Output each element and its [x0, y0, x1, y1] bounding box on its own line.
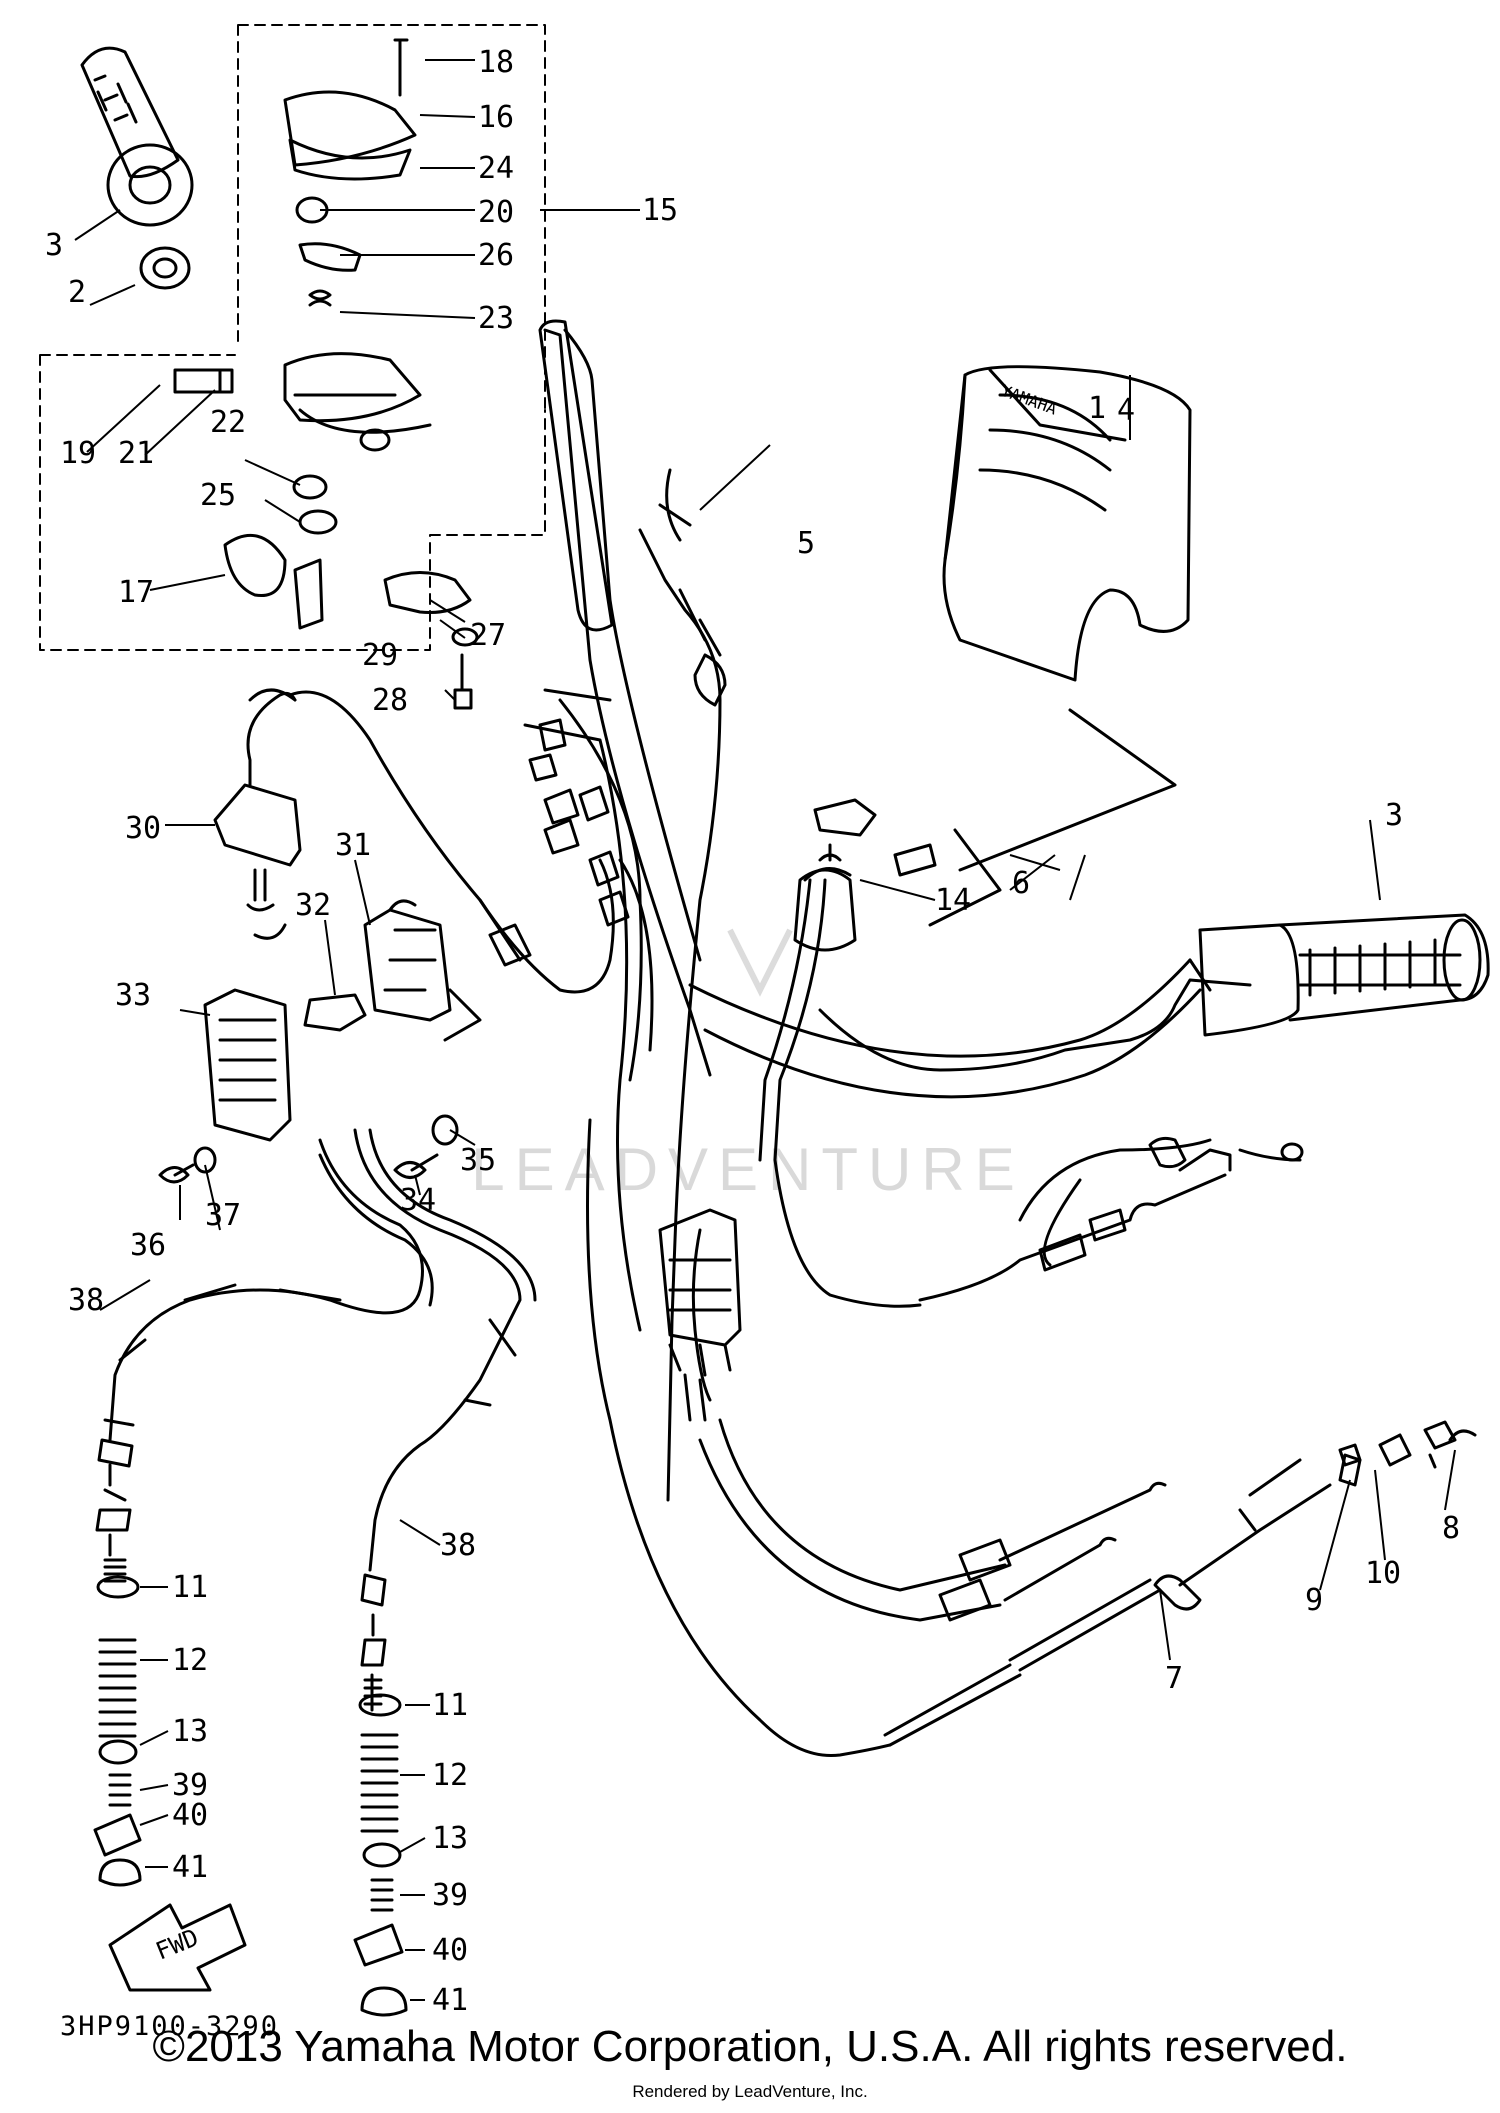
callout-30: 30 [125, 811, 161, 846]
connector-bunch [523, 688, 654, 1332]
callout-9: 9 [1305, 1583, 1323, 1618]
callout-1: 1 [1088, 391, 1106, 426]
handlebar [538, 319, 1212, 1099]
callout-11-right: 11 [432, 1688, 468, 1723]
callout-41-right: 41 [432, 1983, 468, 2018]
callout-13-right: 13 [432, 1821, 468, 1856]
callout-14: 14 [935, 883, 971, 918]
callout-40-right: 40 [432, 1933, 468, 1968]
right-grip [1198, 913, 1490, 1037]
callout-4: 4 [1117, 393, 1135, 428]
cable-center-lower [691, 1228, 1007, 1622]
lever-17 [223, 534, 324, 630]
callout-23: 23 [478, 301, 514, 336]
fwd-arrow [108, 1903, 247, 1992]
callout-16: 16 [478, 100, 514, 135]
collar-2 [139, 246, 191, 290]
callout-28: 28 [372, 683, 408, 718]
throttle-housing [173, 38, 432, 452]
callout-2: 2 [68, 275, 86, 310]
callout-10: 10 [1365, 1556, 1401, 1591]
parts-stack-right [353, 1693, 408, 2017]
assembly-box-15 [237, 24, 546, 411]
part-6 [813, 798, 1002, 927]
leader-lines [74, 59, 1456, 2001]
callout-37: 37 [205, 1198, 241, 1233]
cable-7 [586, 1118, 1332, 1758]
bolt-36 [158, 1163, 195, 1184]
callout-12-right: 12 [432, 1758, 468, 1793]
throttle-cable [638, 468, 727, 1502]
cable-upper-right [818, 978, 1252, 1072]
callouts: 1 2 3 3 4 5 6 7 8 9 10 11 11 12 12 13 13… [45, 45, 1460, 2018]
callout-12-left: 12 [172, 1643, 208, 1678]
callout-3-left: 3 [45, 228, 63, 263]
switch-30 [213, 691, 302, 940]
switch-33 [203, 988, 292, 1142]
washer-22 [292, 474, 328, 500]
callout-19: 19 [60, 436, 96, 471]
wire-30 [248, 688, 615, 994]
left-grip [80, 46, 194, 227]
watermark-text: LEADVENTURE [471, 1136, 1024, 1203]
callout-8: 8 [1442, 1511, 1460, 1546]
clamp-27 [383, 571, 472, 614]
callout-15: 15 [642, 193, 678, 228]
callout-33: 33 [115, 978, 151, 1013]
fwd-label: FWD [152, 1923, 203, 1965]
callout-38-left: 38 [68, 1283, 104, 1318]
callout-26: 26 [478, 238, 514, 273]
cable-38-right [353, 1128, 537, 1712]
copyright-notice: ©2013 Yamaha Motor Corporation, U.S.A. A… [152, 2022, 1348, 2071]
cable-38-left [95, 1138, 434, 1583]
callout-3-right: 3 [1385, 798, 1403, 833]
bolt-34 [393, 1153, 439, 1179]
switch-31 [363, 899, 482, 1042]
callout-13-left: 13 [172, 1714, 208, 1749]
callout-6: 6 [1012, 866, 1030, 901]
callout-24: 24 [478, 151, 514, 186]
callout-20: 20 [478, 195, 514, 230]
part-code: 3HP9100-3290 [60, 2011, 279, 2042]
parts-stack-left [93, 1575, 142, 1887]
callout-39-left: 39 [172, 1768, 208, 1803]
part-14 [793, 843, 857, 952]
callout-11-left: 11 [172, 1570, 208, 1605]
bolt-28 [453, 653, 473, 710]
handlebar-pad: YAMAHA [942, 365, 1192, 872]
washer-29 [451, 627, 479, 647]
assembly-box-left [39, 354, 546, 651]
callout-25: 25 [200, 478, 236, 513]
callout-18: 18 [478, 45, 514, 80]
connector-block [658, 1208, 742, 1422]
bracket-32 [303, 993, 367, 1032]
callout-7: 7 [1165, 1661, 1183, 1696]
callout-31: 31 [335, 828, 371, 863]
washer-35 [431, 1114, 459, 1146]
callout-32: 32 [295, 888, 331, 923]
cable-8-9-10 [1248, 1420, 1477, 1497]
callout-39-right: 39 [432, 1878, 468, 1913]
washer-37 [193, 1146, 217, 1174]
callout-36: 36 [130, 1228, 166, 1263]
rendered-by-note: Rendered by LeadVenture, Inc. [632, 2082, 868, 2101]
callout-34: 34 [400, 1183, 436, 1218]
watermark: LEADVENTURE [471, 928, 1024, 1203]
callout-38-right: 38 [440, 1528, 476, 1563]
cable-14 [758, 878, 1304, 1308]
callout-5: 5 [797, 526, 815, 561]
callout-22: 22 [210, 405, 246, 440]
callout-21: 21 [118, 436, 154, 471]
callout-40-left: 40 [172, 1798, 208, 1833]
washer-25 [298, 509, 338, 535]
callout-17: 17 [118, 575, 154, 610]
callout-27: 27 [470, 618, 506, 653]
callout-35: 35 [460, 1143, 496, 1178]
callout-29: 29 [362, 638, 398, 673]
callout-41-left: 41 [172, 1850, 208, 1885]
